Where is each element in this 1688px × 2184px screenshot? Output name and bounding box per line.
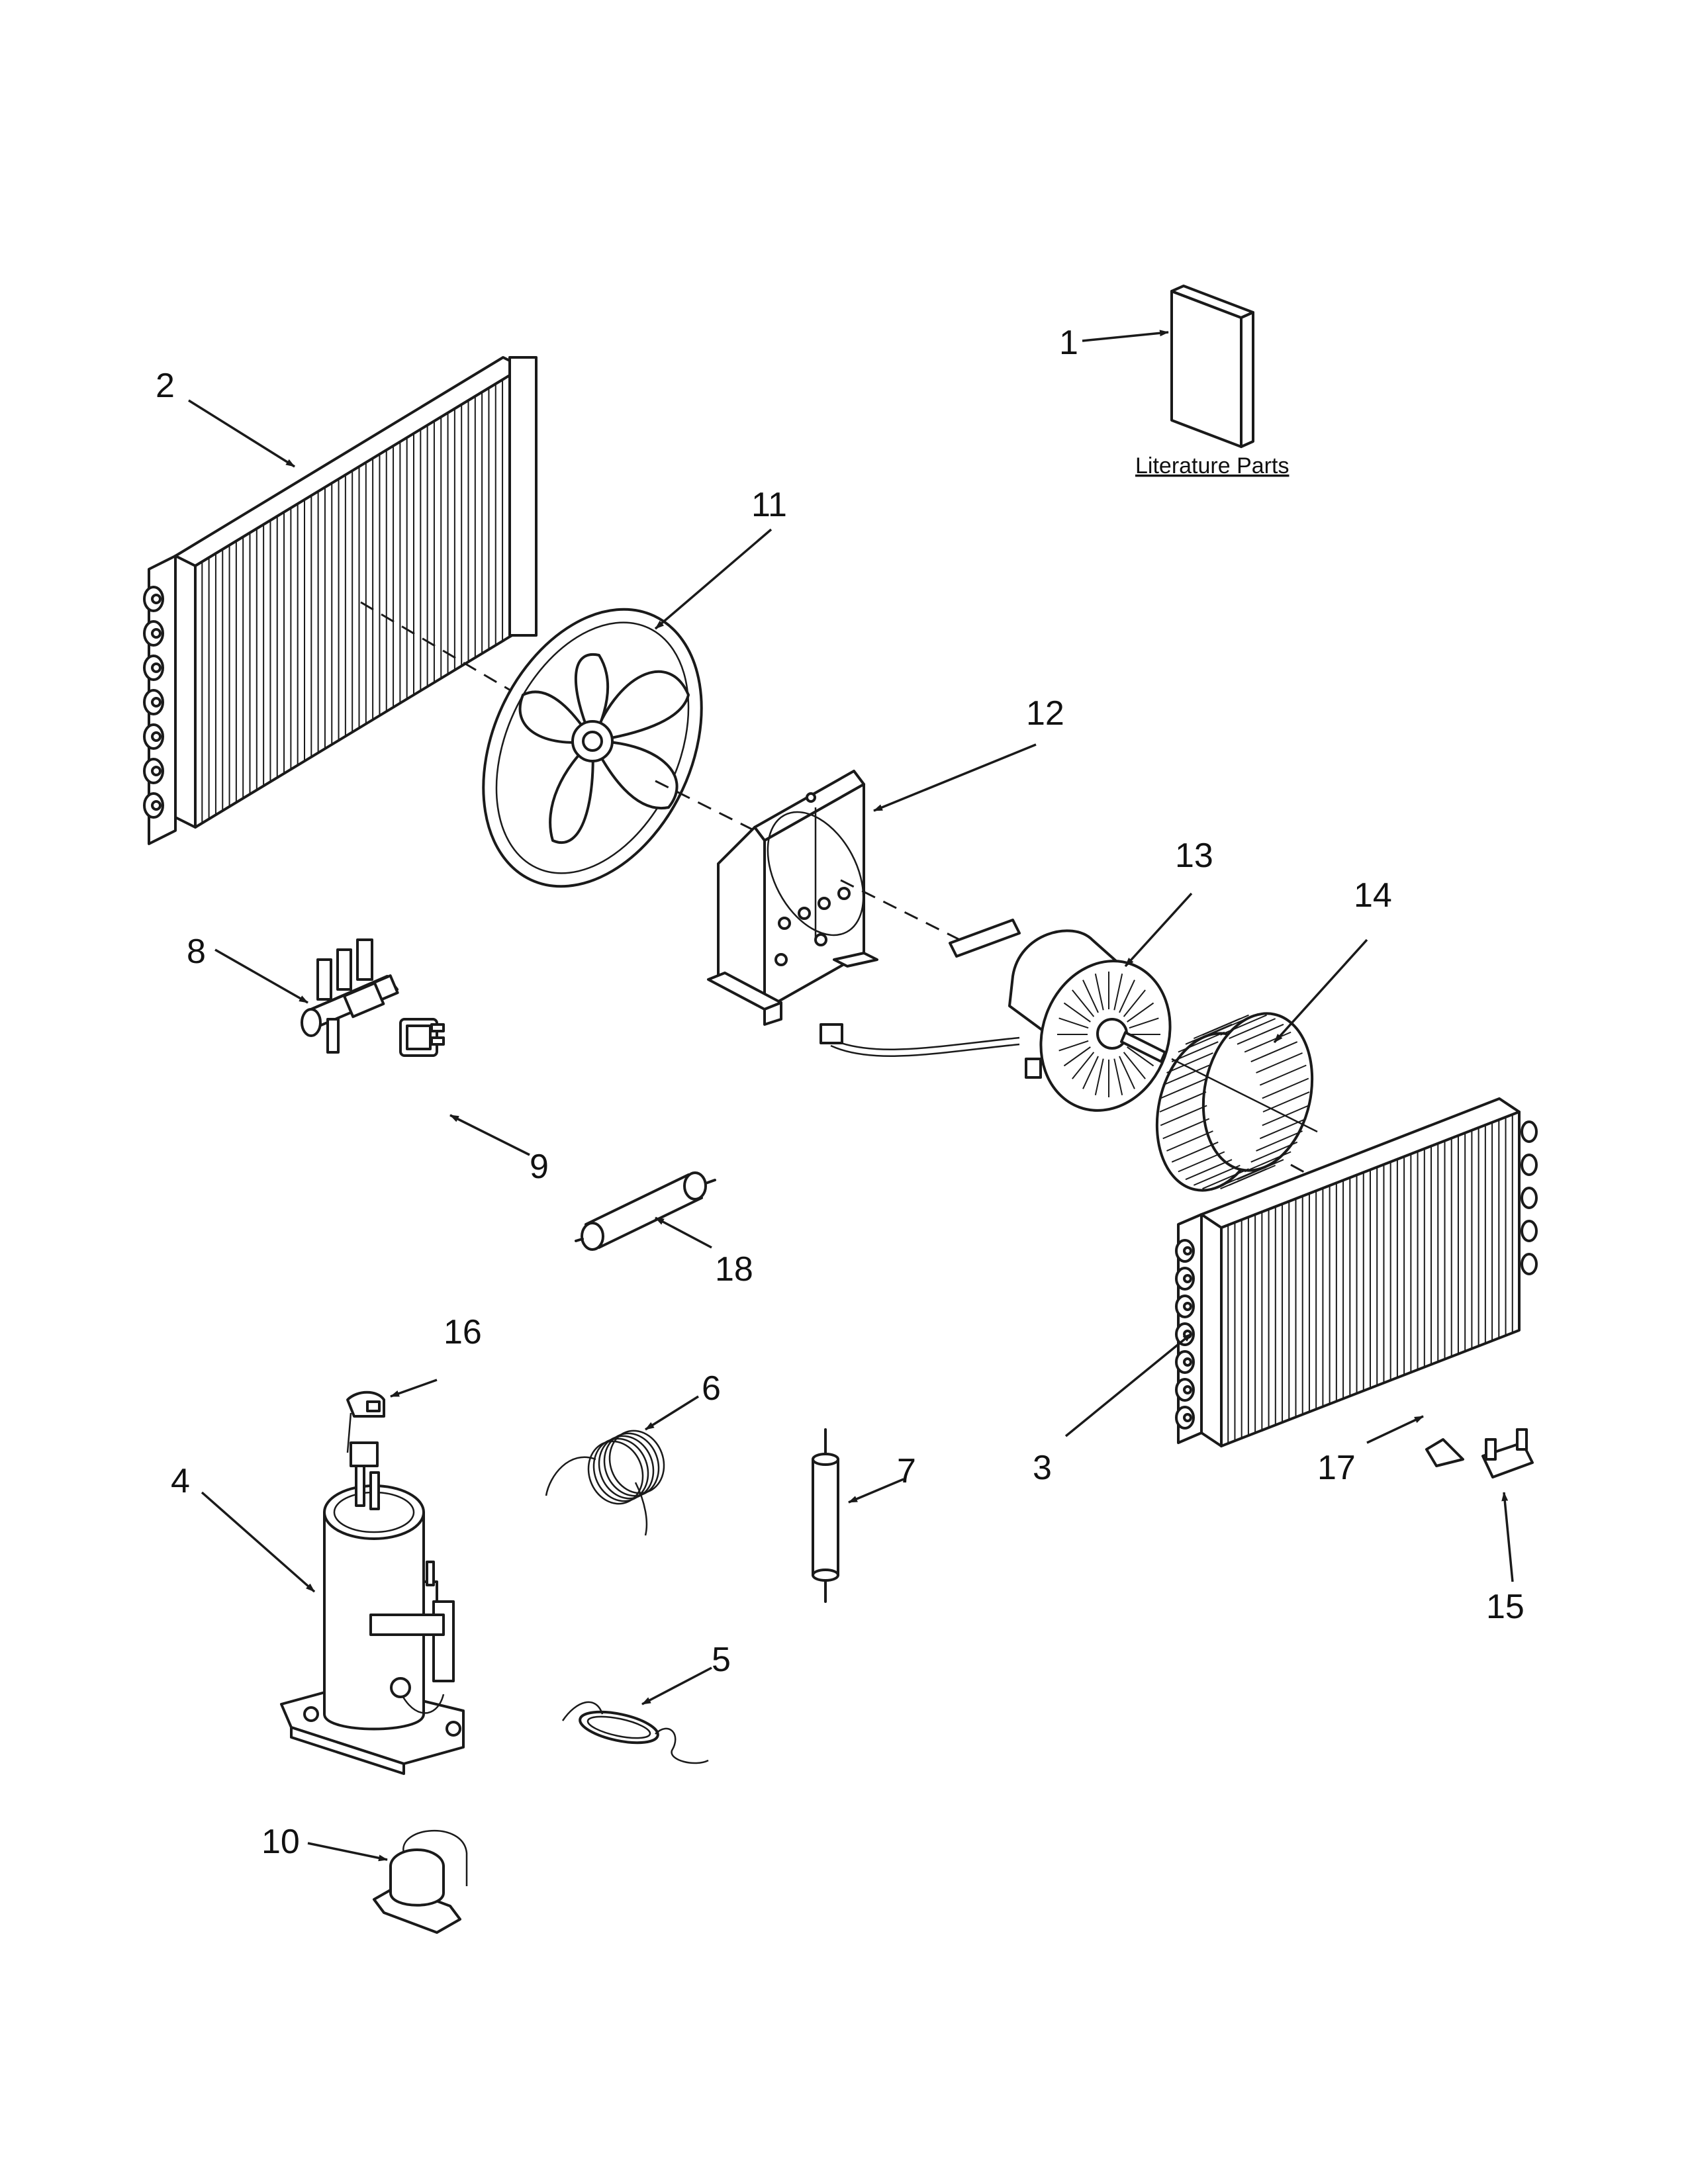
callout-10: 10 — [261, 1823, 300, 1861]
motor-cooling-ribs — [1057, 972, 1160, 1097]
part-10-overload-protector — [373, 1830, 468, 1934]
callout-leaders — [188, 330, 1514, 1862]
part-1-literature — [1170, 285, 1254, 448]
callout-1: 1 — [1059, 324, 1078, 362]
callout-4: 4 — [171, 1462, 190, 1500]
literature-parts-label: Literature Parts — [1135, 453, 1289, 478]
callout-15: 15 — [1486, 1588, 1524, 1626]
part-6-capillary-tube — [545, 1430, 665, 1536]
blower-blades — [1159, 1013, 1310, 1191]
callout-11: 11 — [751, 486, 787, 524]
callout-18: 18 — [715, 1250, 753, 1289]
part-9-solenoid-coil — [399, 1018, 445, 1057]
callout-2: 2 — [156, 367, 175, 405]
callout-12: 12 — [1026, 694, 1064, 733]
part-8-reversing-valve — [301, 938, 399, 1054]
callout-8: 8 — [187, 933, 206, 971]
condenser-return-bends — [143, 586, 164, 819]
callout-14: 14 — [1354, 876, 1392, 915]
part-7-filter-drier — [812, 1428, 839, 1603]
part-2-condenser-coil — [143, 356, 538, 845]
part-11-condenser-fan — [482, 608, 762, 888]
callout-5: 5 — [712, 1641, 731, 1679]
condenser-fins — [201, 371, 517, 823]
evaporator-rear-bends — [1521, 1120, 1538, 1275]
callout-3: 3 — [1033, 1449, 1052, 1487]
part-15-bracket — [1481, 1428, 1534, 1479]
capillary-loops — [587, 1430, 665, 1505]
evaporator-fins — [1227, 1114, 1513, 1444]
part-13-fan-motor — [820, 919, 1172, 1112]
part-17-clip — [1425, 1438, 1464, 1467]
part-5-wire-harness — [561, 1701, 709, 1764]
part-14-blower-wheel — [1155, 1012, 1328, 1192]
part-16-terminal-clip — [346, 1390, 385, 1467]
part-4-compressor — [280, 1465, 465, 1775]
callout-numbers: 1 2 3 4 5 6 7 8 9 10 11 12 13 14 15 16 1… — [156, 324, 1524, 1861]
callout-7: 7 — [897, 1452, 916, 1490]
callout-16: 16 — [444, 1313, 482, 1351]
part-18-accumulator — [575, 1171, 716, 1251]
callout-17: 17 — [1317, 1449, 1356, 1487]
callout-9: 9 — [530, 1148, 549, 1186]
callout-13: 13 — [1175, 837, 1213, 875]
bracket-holes — [774, 792, 851, 966]
part-12-motor-bracket — [707, 770, 974, 1026]
part-3-evaporator-coil — [1175, 1097, 1538, 1447]
callout-6: 6 — [702, 1369, 721, 1408]
